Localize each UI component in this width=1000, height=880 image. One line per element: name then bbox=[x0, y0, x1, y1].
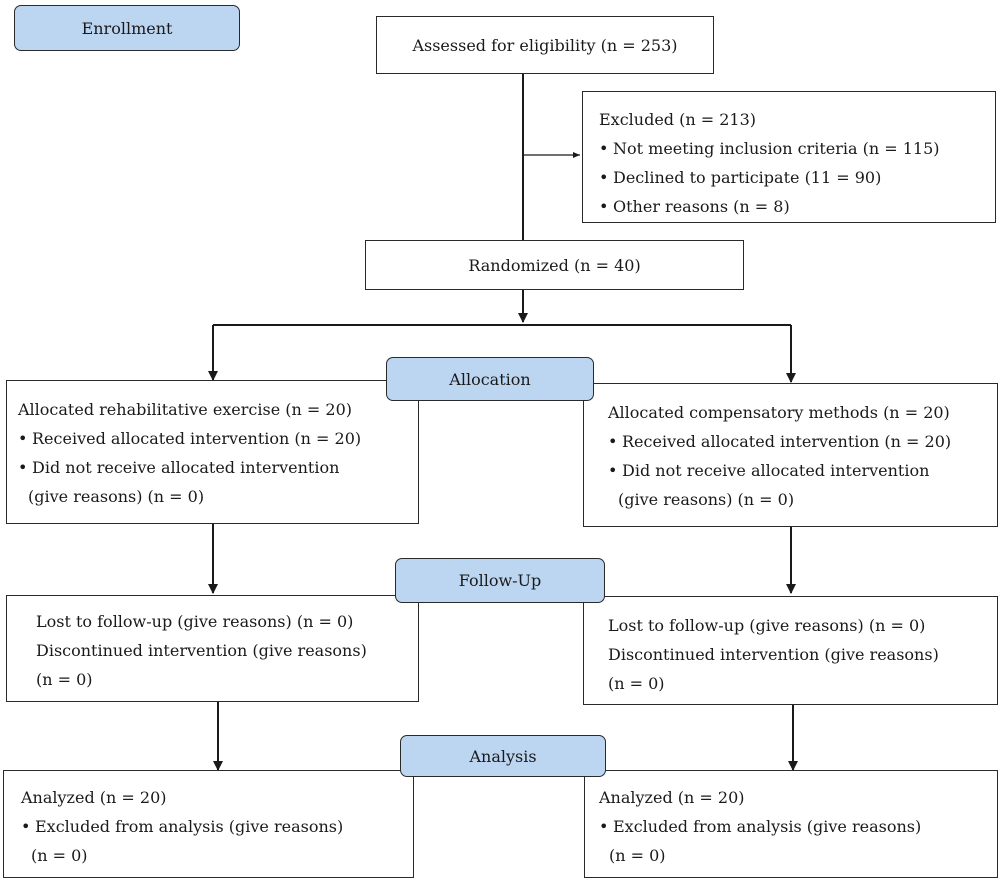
stage-analysis-text: Analysis bbox=[469, 746, 537, 766]
assessed-text: Assessed for eligibility (n = 253) bbox=[412, 35, 678, 55]
right-followup-line: (n = 0) bbox=[608, 674, 665, 693]
left-allocation-item: Received allocated intervention (n = 20) bbox=[18, 424, 418, 453]
right-analysis-continuation: (n = 0) bbox=[609, 846, 666, 865]
left-allocation-continuation: (give reasons) (n = 0) bbox=[28, 487, 205, 506]
excluded-box: Excluded (n = 213) Not meeting inclusion… bbox=[582, 91, 996, 223]
excluded-item: Not meeting inclusion criteria (n = 115) bbox=[599, 134, 995, 163]
right-allocation-box: Allocated compensatory methods (n = 20) … bbox=[583, 383, 998, 527]
left-followup-box: Lost to follow-up (give reasons) (n = 0)… bbox=[6, 595, 419, 702]
right-followup-box: Lost to follow-up (give reasons) (n = 0)… bbox=[583, 596, 998, 705]
right-allocation-continuation: (give reasons) (n = 0) bbox=[618, 490, 795, 509]
left-analysis-item: Excluded from analysis (give reasons) bbox=[21, 812, 413, 841]
left-allocation-box: Allocated rehabilitative exercise (n = 2… bbox=[6, 380, 419, 524]
stage-followup-text: Follow-Up bbox=[458, 571, 542, 590]
randomized-box: Randomized (n = 40) bbox=[365, 240, 744, 290]
left-followup-line: Discontinued intervention (give reasons) bbox=[36, 641, 367, 660]
left-followup-line: Lost to follow-up (give reasons) (n = 0) bbox=[36, 612, 354, 631]
assessed-box: Assessed for eligibility (n = 253) bbox=[376, 16, 714, 74]
left-analysis-box: Analyzed (n = 20) Excluded from analysis… bbox=[3, 770, 414, 878]
randomized-text: Randomized (n = 40) bbox=[468, 255, 641, 275]
left-allocation-item: Did not receive allocated intervention bbox=[18, 453, 418, 482]
right-analysis-title: Analyzed (n = 20) bbox=[599, 788, 745, 807]
left-allocation-title: Allocated rehabilitative exercise (n = 2… bbox=[18, 400, 352, 419]
right-allocation-item: Received allocated intervention (n = 20) bbox=[608, 427, 997, 456]
right-followup-line: Lost to follow-up (give reasons) (n = 0) bbox=[608, 616, 926, 635]
excluded-item: Declined to participate (11 = 90) bbox=[599, 163, 995, 192]
stage-allocation-label: Allocation bbox=[386, 357, 594, 401]
stage-allocation-text: Allocation bbox=[449, 369, 531, 389]
stage-enrollment-text: Enrollment bbox=[81, 18, 173, 38]
left-analysis-continuation: (n = 0) bbox=[31, 846, 88, 865]
right-analysis-box: Analyzed (n = 20) Excluded from analysis… bbox=[584, 770, 998, 878]
left-analysis-title: Analyzed (n = 20) bbox=[21, 788, 167, 807]
right-analysis-item: Excluded from analysis (give reasons) bbox=[599, 812, 997, 841]
right-allocation-title: Allocated compensatory methods (n = 20) bbox=[608, 403, 950, 422]
excluded-item: Other reasons (n = 8) bbox=[599, 192, 995, 221]
right-allocation-item: Did not receive allocated intervention bbox=[608, 456, 997, 485]
stage-enrollment-label: Enrollment bbox=[14, 5, 240, 51]
left-followup-line: (n = 0) bbox=[36, 670, 93, 689]
stage-followup-label: Follow-Up bbox=[395, 558, 605, 603]
stage-analysis-label: Analysis bbox=[400, 735, 606, 777]
excluded-title: Excluded (n = 213) bbox=[599, 110, 757, 129]
right-followup-line: Discontinued intervention (give reasons) bbox=[608, 645, 939, 664]
